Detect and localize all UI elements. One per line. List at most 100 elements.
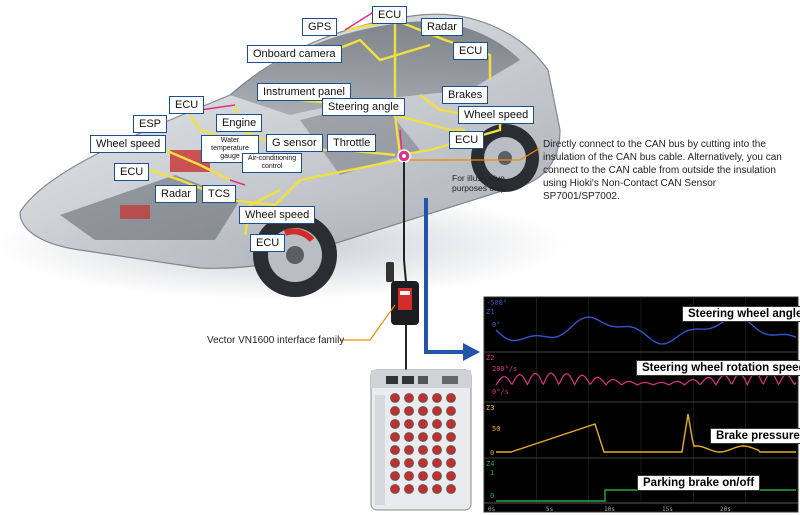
- label-steering-angle: Steering angle: [322, 98, 405, 116]
- input-jack: [432, 406, 442, 416]
- label-wheel-speed-right: Wheel speed: [458, 106, 535, 124]
- label-ecu-left: ECU: [169, 96, 205, 114]
- input-jack: [418, 432, 428, 442]
- illustrative-note: For illustrative purposes only: [452, 173, 505, 193]
- trace-id-z1: Z1: [486, 308, 495, 316]
- wave-rotation-speed: [495, 372, 797, 387]
- input-jack: [390, 445, 400, 455]
- input-jack: [432, 458, 442, 468]
- data-flow-arrowhead: [463, 343, 480, 361]
- can-connection-point: [397, 149, 411, 163]
- waveform-grid: [536, 297, 746, 503]
- input-jack: [390, 471, 400, 481]
- label-g-sensor: G sensor: [266, 134, 323, 152]
- label-instrument-panel: Instrument panel: [257, 83, 351, 101]
- input-jack: [418, 406, 428, 416]
- input-jack: [418, 458, 428, 468]
- input-jack: [432, 471, 442, 481]
- title-steering-wheel-angle: Steering wheel angle: [682, 306, 800, 322]
- trace-z2-zero: 0°/s: [492, 388, 509, 396]
- input-jack: [432, 393, 442, 403]
- title-parking-brake: Parking brake on/off: [637, 475, 761, 491]
- label-esp: ESP: [133, 115, 168, 133]
- input-jack: [446, 471, 456, 481]
- time-tick: 15s: [662, 506, 673, 513]
- front-wheel: [253, 213, 337, 297]
- trace-id-z3: Z3: [486, 404, 495, 412]
- input-jack: [404, 432, 414, 442]
- input-jack: [404, 419, 414, 429]
- input-jack: [432, 419, 442, 429]
- label-tcs: TCS: [202, 185, 236, 203]
- label-ecu-bottom: ECU: [250, 234, 286, 252]
- input-jack: [432, 484, 442, 494]
- input-jack: [390, 484, 400, 494]
- input-jack: [446, 432, 456, 442]
- input-jack: [390, 406, 400, 416]
- input-jack: [446, 406, 456, 416]
- trace-z4-zero: 0: [490, 492, 495, 500]
- time-tick-labels: 0s 5s 10s 15s 20s: [488, 506, 731, 513]
- label-brakes: Brakes: [442, 86, 489, 104]
- can-note-leader: [410, 147, 541, 161]
- input-jack: [418, 419, 428, 429]
- label-radar-top: Radar: [421, 18, 463, 36]
- vector-interface-device: [386, 262, 419, 325]
- label-radar-low: Radar: [155, 185, 197, 203]
- title-brake-pressure: Brake pressure: [710, 428, 800, 444]
- time-tick: 5s: [546, 506, 554, 513]
- input-jack: [390, 458, 400, 468]
- label-gps: GPS: [302, 18, 338, 36]
- label-ecu-right: ECU: [453, 42, 489, 60]
- logger-input-jacks: [390, 393, 456, 494]
- input-jack: [404, 458, 414, 468]
- trace-id-z2: Z2: [486, 354, 495, 362]
- time-tick: 20s: [720, 506, 731, 513]
- trace-z3-scale: 50: [492, 425, 501, 433]
- label-ecu-mid-left: ECU: [114, 163, 150, 181]
- input-jack: [404, 471, 414, 481]
- vector-leader: [340, 304, 396, 341]
- title-rotation-speed: Steering wheel rotation speed: [636, 360, 800, 376]
- input-jack: [446, 445, 456, 455]
- data-logger: [370, 369, 472, 511]
- trace-id-z4: Z4: [486, 460, 495, 468]
- label-ecu-top: ECU: [372, 6, 408, 24]
- input-jack: [390, 419, 400, 429]
- label-engine: Engine: [216, 114, 263, 132]
- label-wheel-speed-low: Wheel speed: [239, 206, 316, 224]
- input-jack: [404, 484, 414, 494]
- input-jack: [446, 393, 456, 403]
- input-jack: [418, 484, 428, 494]
- input-jack: [404, 393, 414, 403]
- trace-z1-scale: 0°: [492, 321, 501, 329]
- input-jack: [418, 445, 428, 455]
- can-bus-note: Directly connect to the CAN bus by cutti…: [543, 139, 782, 202]
- input-jack: [390, 393, 400, 403]
- input-jack: [404, 445, 414, 455]
- label-onboard-camera: Onboard camera: [247, 45, 342, 63]
- wave-brake-pressure: [496, 413, 796, 453]
- time-tick: 10s: [604, 506, 615, 513]
- input-jack: [446, 458, 456, 468]
- input-jack: [432, 432, 442, 442]
- input-jack: [446, 419, 456, 429]
- vector-interface-label: Vector VN1600 interface family: [207, 335, 345, 346]
- trace-z3-zero: 0: [490, 449, 495, 457]
- label-ecu-right2: ECU: [449, 131, 485, 149]
- interface-cable: [403, 162, 407, 283]
- input-jack: [432, 445, 442, 455]
- input-jack: [390, 432, 400, 442]
- scale-top: -500°: [486, 299, 508, 307]
- input-jack: [418, 393, 428, 403]
- label-throttle: Throttle: [327, 134, 377, 152]
- time-tick: 0s: [488, 506, 496, 513]
- input-jack: [418, 471, 428, 481]
- label-ac-control: Air-conditioning control: [242, 153, 302, 173]
- label-wheel-speed-left: Wheel speed: [90, 135, 167, 153]
- trace-z4-scale: 1: [490, 469, 495, 477]
- rear-wheel: [471, 124, 539, 192]
- trace-z2-scale: 200°/s: [492, 365, 518, 373]
